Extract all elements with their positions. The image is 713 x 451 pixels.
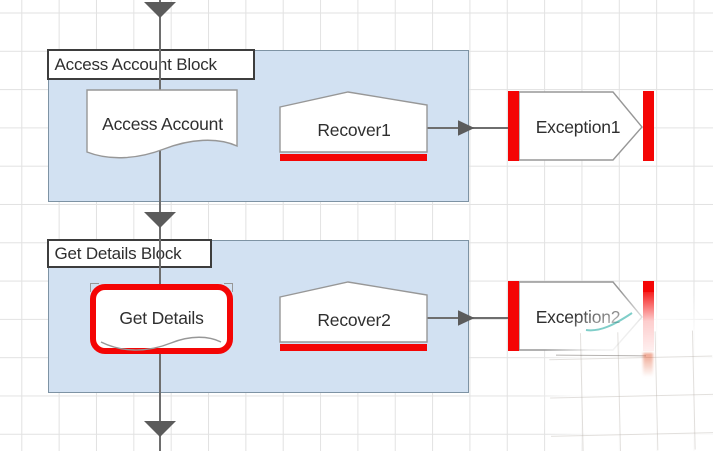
shape-document-access-account[interactable] <box>86 89 239 167</box>
shape-label-exception1: Exception1 <box>535 117 621 137</box>
shape-label-exception2: Exception2 <box>535 307 621 327</box>
get-details-document-corner <box>89 282 99 292</box>
render-artifact-ghost-line <box>555 354 647 357</box>
container-title-access-account-block[interactable]: Access Account Block <box>46 49 255 80</box>
shape-label-recover2: Recover2 <box>317 309 391 330</box>
exception2-left-bar <box>507 281 519 351</box>
connector-arrowhead-down-icon <box>144 212 176 228</box>
get-details-document-corner <box>224 282 233 292</box>
shape-document-get-details[interactable]: Get Details <box>90 283 233 354</box>
shape-recover2[interactable] <box>279 279 429 353</box>
container-title-get-details-block[interactable]: Get Details Block <box>46 239 212 268</box>
shape-label-get-details: Get Details <box>119 308 204 328</box>
shape-label-access-account: Access Account <box>102 113 223 134</box>
connector-arrowhead-down-icon <box>144 421 176 437</box>
recover2-red-underline <box>280 344 427 351</box>
exception2-right-bar <box>642 281 654 351</box>
get-details-document-wave <box>100 336 222 351</box>
shape-label-recover1: Recover1 <box>317 119 391 140</box>
render-artifact-red-smear <box>643 353 653 377</box>
recover1-red-underline <box>280 154 427 161</box>
connector-arrowhead-down-icon <box>144 2 176 18</box>
exception1-right-bar <box>642 91 654 161</box>
exception1-left-bar <box>507 91 519 161</box>
shape-exception1[interactable] <box>517 90 645 161</box>
shape-recover1[interactable] <box>279 89 429 163</box>
